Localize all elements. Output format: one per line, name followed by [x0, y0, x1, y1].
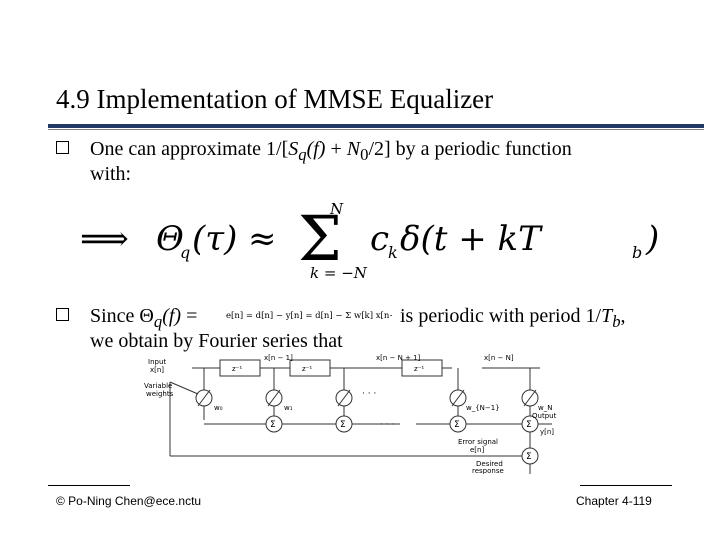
footer-page-number: Chapter 4-119: [576, 494, 652, 508]
svg-text:Σ: Σ: [340, 420, 346, 430]
svg-text:q: q: [180, 243, 190, 262]
sum-upper: N: [329, 200, 344, 218]
svg-text:x[n]: x[n]: [150, 366, 164, 374]
bullet-box-icon: [56, 141, 69, 154]
svg-text:x[n − N]: x[n − N]: [484, 354, 514, 362]
svg-text:w₀: w₀: [214, 404, 223, 412]
svg-text:Desired: Desired: [476, 460, 503, 468]
footer-rule-right: [580, 485, 672, 486]
theta-q: Θ: [156, 219, 184, 259]
svg-text:≈: ≈: [248, 219, 277, 259]
svg-text:z⁻¹: z⁻¹: [302, 365, 312, 373]
footer-copyright: © Po-Ning Chen@ece.nctu: [56, 494, 202, 508]
svg-text:· · ·: · · ·: [362, 389, 376, 399]
svg-text:w_N: w_N: [538, 404, 552, 412]
bullet-2-line-1: Since Θq(f) =: [90, 305, 198, 331]
svg-text:c: c: [370, 219, 389, 259]
svg-text:w_{N−1}: w_{N−1}: [466, 404, 500, 412]
footer-rule-left: [48, 485, 130, 486]
summation-sign: Σ: [298, 202, 342, 275]
bullet-1-line-1: One can approximate 1/[Sq(f) + N0/2] by …: [90, 138, 572, 164]
svg-text:Error signal: Error signal: [458, 438, 498, 446]
svg-text:Σ: Σ: [526, 420, 532, 430]
svg-text:(τ): (τ): [192, 219, 237, 259]
bullet-2-line-2: we obtain by Fourier series that: [90, 330, 343, 352]
slide-title: 4.9 Implementation of MMSE Equalizer: [56, 84, 494, 114]
svg-text:Variable: Variable: [144, 382, 172, 390]
svg-text:Σ: Σ: [270, 420, 276, 430]
svg-text:Σ: Σ: [454, 420, 460, 430]
svg-text:e[n]: e[n]: [470, 446, 484, 454]
svg-text:Output: Output: [532, 412, 557, 420]
sum-lower: k = −N: [310, 264, 368, 282]
svg-text:Input: Input: [148, 358, 166, 366]
svg-text:z⁻¹: z⁻¹: [232, 365, 242, 373]
transversal-filter-diagram: Input x[n] Variable weights z⁻¹ z⁻¹ z⁻¹ …: [144, 354, 557, 474]
svg-text:e[n] = d[n] − y[n] = d[n] − Σ: e[n] = d[n] − y[n] = d[n] − Σ w[k] x[n−k…: [226, 311, 392, 321]
equation-approximation: ⟹ Θ q (τ) ≈ Σ N k = −N c k δ(t + kT b ): [80, 200, 659, 282]
svg-text:z⁻¹: z⁻¹: [414, 365, 424, 373]
svg-text:k: k: [388, 243, 398, 262]
svg-text:b: b: [632, 243, 642, 262]
svg-text:): ): [645, 219, 659, 259]
svg-text:x[n − 1]: x[n − 1]: [264, 354, 293, 362]
implies-arrow: ⟹: [80, 219, 129, 259]
svg-text:weights: weights: [146, 390, 174, 398]
inline-error-formula: e[n] = d[n] − y[n] = d[n] − Σ w[k] x[n−k…: [226, 311, 392, 321]
svg-text:y[n]: y[n]: [540, 428, 554, 436]
svg-text:response: response: [472, 467, 504, 474]
svg-text:Σ: Σ: [526, 452, 532, 462]
title-divider-thin: [48, 129, 704, 130]
svg-text:δ(t + kT: δ(t + kT: [400, 219, 543, 259]
svg-text:· · ·: · · ·: [380, 420, 394, 430]
bullet-2-line-1-end: is periodic with period 1/Tb,: [400, 305, 626, 331]
svg-text:x[n − N + 1]: x[n − N + 1]: [376, 354, 421, 362]
svg-text:w₁: w₁: [284, 404, 293, 412]
title-divider: [48, 124, 704, 128]
bullet-1-line-2: with:: [90, 163, 132, 185]
bullet-box-icon: [56, 308, 69, 321]
